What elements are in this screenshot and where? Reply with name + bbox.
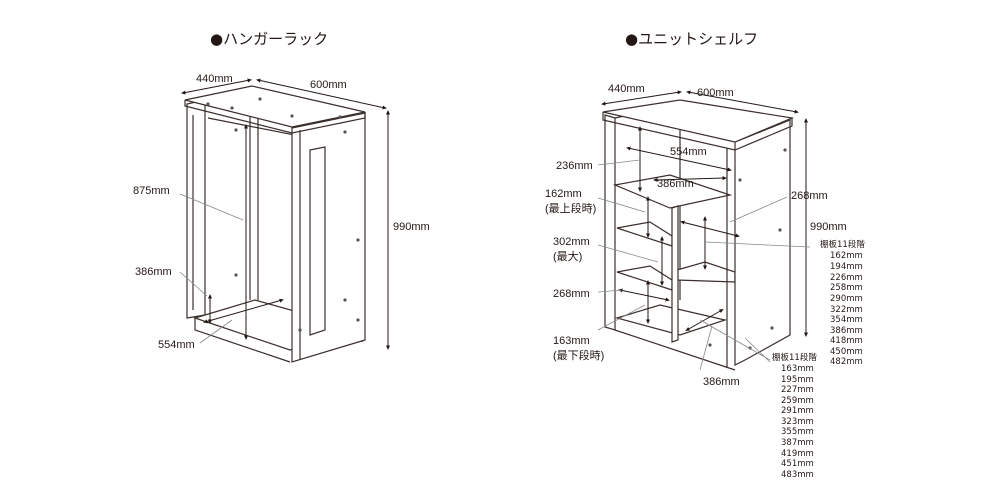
hanger-depth-label: 440mm	[196, 73, 233, 85]
shelf-small-width-label: 386mm	[657, 178, 694, 190]
left-steps-title: 棚板11段階	[772, 352, 817, 363]
shelf-inner-width-label: 554mm	[670, 146, 707, 158]
right-steps-title: 棚板11段階	[820, 239, 865, 250]
step: 482mm	[830, 357, 863, 367]
step: 354mm	[830, 315, 863, 325]
step: 291mm	[781, 406, 814, 416]
shelf-top-min-note: (最上段時)	[545, 201, 596, 215]
hanger-inner-width-label: 554mm	[158, 339, 195, 351]
unit-shelf-drawing: ●ユニットシェルフ	[545, 30, 865, 480]
hanger-rack-title: ●ハンガーラック	[210, 30, 328, 48]
shelf-depth-label: 440mm	[608, 83, 645, 95]
step: 418mm	[830, 336, 863, 346]
step: 451mm	[781, 459, 814, 469]
step: 419mm	[781, 449, 814, 459]
left-shelf-steps: 棚板11段階 163mm 195mm 227mm 259mm 291mm 323…	[772, 352, 817, 480]
step: 227mm	[781, 385, 814, 395]
step: 259mm	[781, 396, 814, 406]
shelf-width-label: 600mm	[697, 87, 734, 99]
right-shelf-steps: 棚板11段階 162mm 194mm 226mm 258mm 290mm 322…	[820, 239, 865, 367]
step: 450mm	[830, 347, 863, 357]
step: 322mm	[830, 305, 863, 315]
shelf-max-label: 302mm	[553, 236, 590, 248]
step: 386mm	[830, 326, 863, 336]
hanger-width-label: 600mm	[310, 79, 347, 91]
hanger-base-height-label: 386mm	[135, 266, 172, 278]
shelf-bottom-min-label: 163mm	[553, 335, 590, 347]
hanger-height-label: 990mm	[393, 221, 430, 233]
step: 387mm	[781, 438, 814, 448]
shelf-max-note: (最大)	[553, 249, 582, 263]
step: 162mm	[830, 251, 863, 261]
shelf-left-depth-label: 268mm	[553, 288, 590, 300]
shelf-top-gap-label: 236mm	[556, 160, 593, 172]
step: 195mm	[781, 375, 814, 385]
shelf-top-min-label: 162mm	[545, 188, 582, 200]
unit-shelf-title: ●ユニットシェルフ	[625, 30, 758, 48]
step: 355mm	[781, 427, 814, 437]
hanger-rack-drawing: ●ハンガーラック 440mm 600mm 990mm	[133, 30, 430, 363]
hanger-inner-height-label: 875mm	[133, 185, 170, 197]
shelf-bottom-min-note: (最下段時)	[553, 348, 604, 362]
shelf-height-label: 990mm	[810, 221, 847, 233]
shelf-right-depth-label: 268mm	[791, 190, 828, 202]
step: 323mm	[781, 417, 814, 427]
step: 226mm	[830, 273, 863, 283]
shelf-bottom-width-label: 386mm	[703, 376, 740, 388]
step: 163mm	[781, 364, 814, 374]
step: 290mm	[830, 294, 863, 304]
step: 258mm	[830, 283, 863, 293]
step: 483mm	[781, 470, 814, 480]
step: 194mm	[830, 262, 863, 272]
